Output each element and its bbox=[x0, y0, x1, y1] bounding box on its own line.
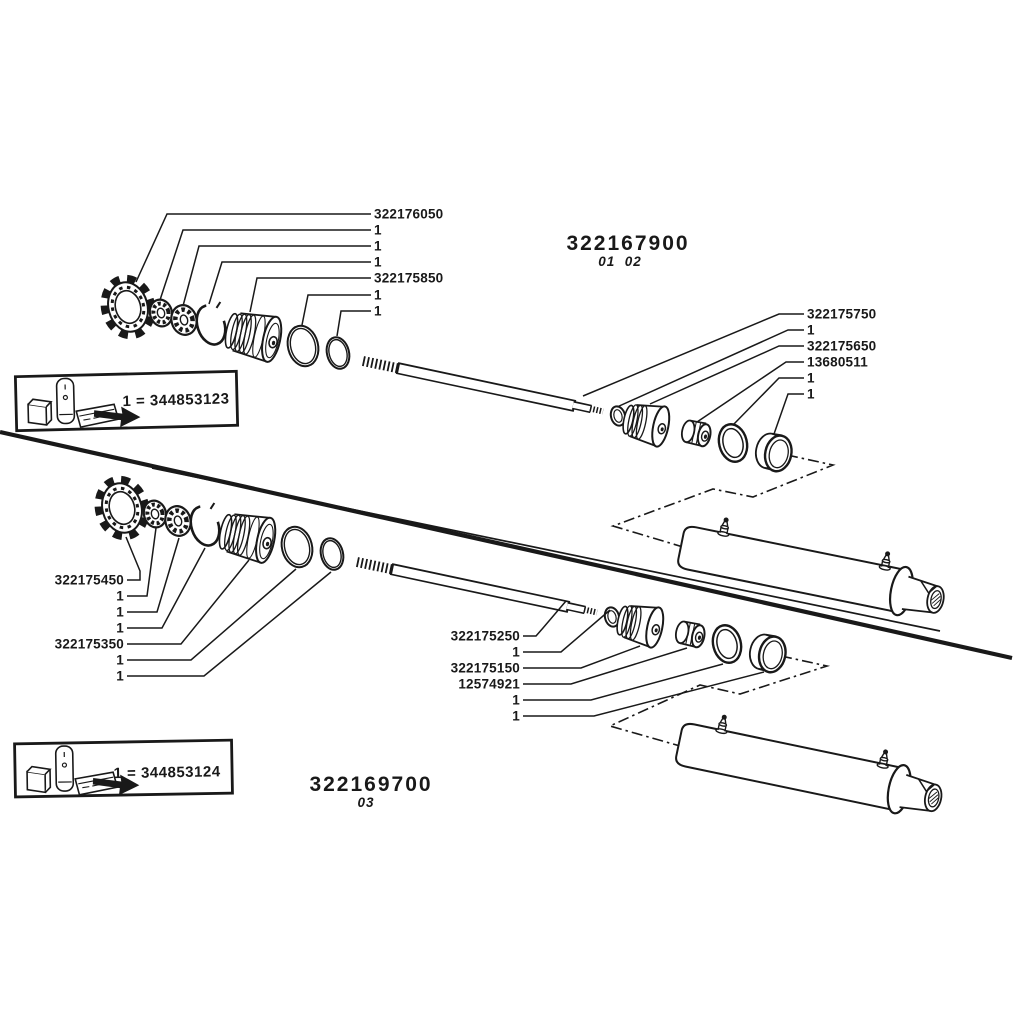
assembly-title-upper: 322167900 01 02 bbox=[566, 232, 689, 269]
label-column-lower-middle: 322175250 1 322175150 12574921 1 1 bbox=[451, 629, 520, 724]
kit-item-label: 1 bbox=[807, 387, 815, 402]
kit-item-label: 1 bbox=[512, 693, 520, 708]
leader-lines-upper-left bbox=[135, 213, 371, 337]
kit-item-label: 1 bbox=[807, 371, 815, 386]
label-column-lower-left: 322175450 1 1 1 322175350 1 1 bbox=[55, 573, 124, 684]
kit-item-label: 1 bbox=[116, 621, 124, 636]
kit-item-label: 1 bbox=[512, 645, 520, 660]
assembly-number-upper: 322167900 bbox=[566, 232, 689, 255]
part-number-label: 322175450 bbox=[55, 573, 124, 588]
kit-item-label: 1 bbox=[374, 223, 382, 238]
cylinder-body-lower bbox=[674, 707, 949, 822]
part-number-label: 322175150 bbox=[451, 661, 520, 676]
kit-boundary-upper bbox=[610, 454, 891, 610]
label-column-upper-left: 322176050 1 1 1 322175850 1 1 bbox=[374, 207, 443, 319]
kit-item-label: 1 bbox=[374, 255, 382, 270]
assembly-variant-upper: 01 02 bbox=[598, 254, 642, 269]
kit-item-label: 1 bbox=[374, 288, 382, 303]
label-column-upper-right: 322175750 1 322175650 13680511 1 1 bbox=[807, 307, 876, 402]
part-number-label: 12574921 bbox=[458, 677, 520, 692]
kit-item-label: 1 bbox=[512, 709, 520, 724]
part-number-label: 322175650 bbox=[807, 339, 876, 354]
kit-equivalence-note: 1 = 344853124 bbox=[113, 763, 220, 782]
part-number-label: 322175750 bbox=[807, 307, 876, 322]
leader-lines-lower-middle bbox=[523, 600, 765, 717]
kit-item-label: 1 bbox=[116, 653, 124, 668]
kit-item-label: 1 bbox=[374, 304, 382, 319]
kit-item-label: 1 bbox=[116, 669, 124, 684]
kit-item-label: 1 bbox=[374, 239, 382, 254]
assembly-number-lower: 322169700 bbox=[309, 773, 432, 796]
part-number-label: 322175250 bbox=[451, 629, 520, 644]
kit-item-label: 1 bbox=[116, 605, 124, 620]
secondary-divider-line bbox=[151, 467, 941, 632]
seal-kit-box-lower: 1 = 344853124 bbox=[13, 738, 234, 799]
part-number-label: 322176050 bbox=[374, 207, 443, 222]
kit-equivalence-note: 1 = 344853123 bbox=[122, 390, 229, 410]
part-number-label: 322175850 bbox=[374, 271, 443, 286]
cylinder-body-upper bbox=[676, 510, 951, 624]
section-divider-line bbox=[0, 429, 1013, 661]
seal-kit-box-upper: 1 = 344853123 bbox=[13, 369, 240, 433]
kit-item-label: 1 bbox=[116, 589, 124, 604]
part-number-label: 13680511 bbox=[807, 355, 868, 370]
part-number-label: 322175350 bbox=[55, 637, 124, 652]
parts-row-lower bbox=[92, 475, 788, 675]
kit-boundary-lower bbox=[607, 655, 891, 807]
leader-lines-lower-left bbox=[125, 527, 332, 677]
assembly-title-lower: 322169700 03 bbox=[309, 773, 432, 810]
leader-lines-upper-right bbox=[582, 313, 804, 435]
kit-item-label: 1 bbox=[807, 323, 815, 338]
assembly-variant-lower: 03 bbox=[357, 795, 374, 810]
